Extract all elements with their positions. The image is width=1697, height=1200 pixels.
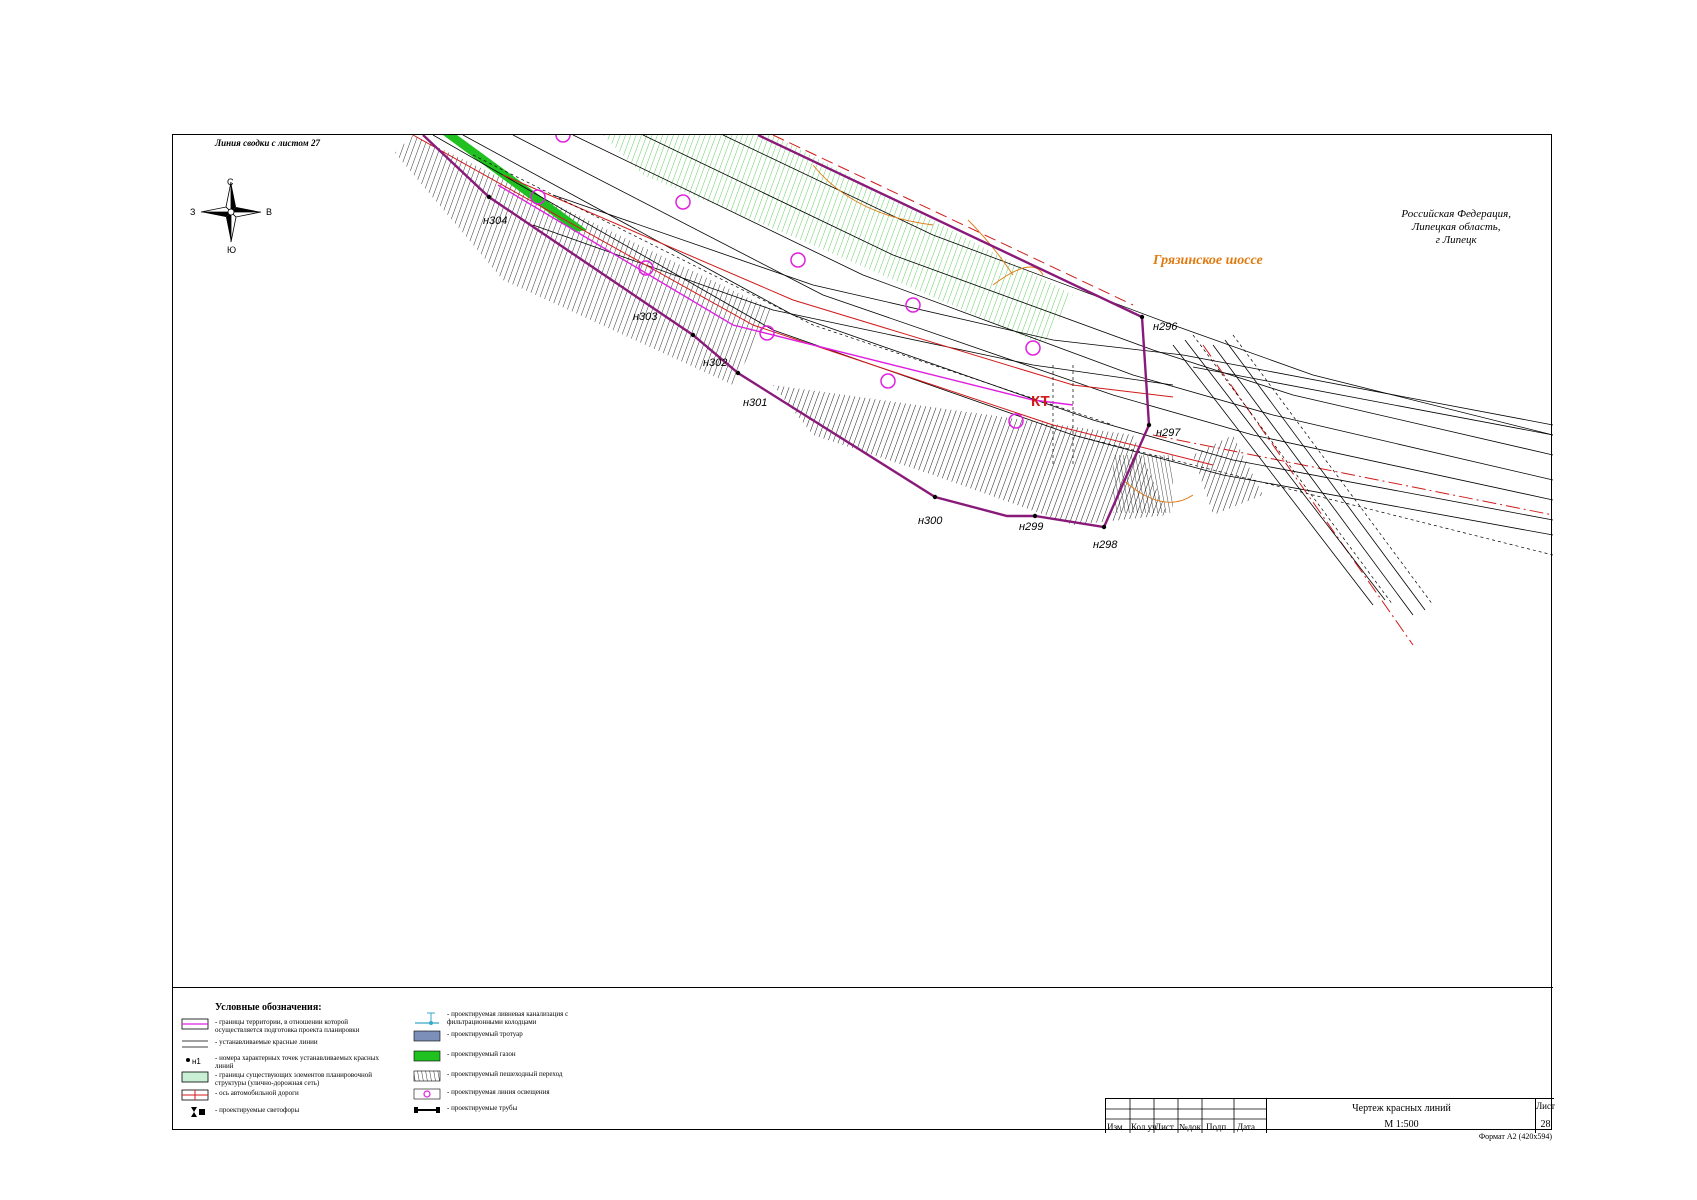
point-label-n297: н297	[1156, 427, 1181, 439]
point-label-n304: н304	[483, 215, 508, 227]
map-canvas: Линия сводки с листом 27 Российская Феде…	[173, 135, 1553, 987]
tb-col-podp: Подп.	[1206, 1122, 1229, 1132]
legend-symbol-crossing	[413, 1070, 441, 1082]
legend-title: Условные обозначения:	[215, 1002, 322, 1013]
point-label-n296: н296	[1153, 321, 1178, 333]
railway	[1172, 339, 1553, 616]
drawing-sheet: Линия сводки с листом 27 Российская Феде…	[172, 134, 1555, 1133]
point-label-n302: н302	[703, 357, 728, 369]
drawing-scale: М 1:500	[1384, 1119, 1419, 1130]
region-line: Липецкая область,	[1411, 221, 1501, 233]
drawing-title: Чертеж красных линий	[1352, 1103, 1451, 1114]
legend-symbol-boundary	[181, 1018, 209, 1030]
legend-symbol-road-axis	[181, 1089, 209, 1101]
region-label: Российская Федерация, Липецкая область, …	[1401, 208, 1511, 247]
map-drawing	[200, 135, 1553, 646]
legend-text: - ось автомобильной дороги	[215, 1089, 299, 1097]
street-name-label: Грязинское шоссе	[1153, 253, 1263, 268]
legend-item-sidewalk: - проектируемый тротуар	[413, 1030, 613, 1042]
storm-sewer-icon	[413, 1010, 441, 1025]
legend-item-pipes: - проектируемые трубы	[413, 1104, 613, 1116]
legend-area: Условные обозначения: - границы территор…	[173, 987, 1555, 1133]
lighting-line	[497, 184, 1074, 406]
compass-west: З	[190, 207, 196, 217]
legend-item-crossing: - проектируемый пешеходный переход	[413, 1070, 613, 1082]
lighting-poles	[530, 135, 1041, 429]
tb-col-izm: Изм.	[1107, 1122, 1125, 1132]
pipe-icon	[413, 1104, 441, 1116]
red-lines	[412, 135, 1553, 646]
legend-text: - проектируемая линия освещения	[447, 1088, 550, 1096]
compass-north: С	[227, 177, 234, 187]
legend-point-symbol-label: н1	[192, 1057, 201, 1066]
boundary-vertices	[486, 194, 1152, 530]
legend-item-planning-boundary: - границы территории, в отношении которо…	[181, 1018, 381, 1034]
region-line: Российская Федерация,	[1401, 208, 1511, 220]
legend-item-lawn: - проектируемый газон	[413, 1050, 613, 1062]
tb-col-koluch: Кол.уч	[1131, 1122, 1157, 1132]
legend-text: - проектируемый пешеходный переход	[447, 1070, 563, 1078]
title-block: Изм. Кол.уч Лист №док Подп. Дата Чертеж …	[1105, 1098, 1555, 1133]
compass-rose	[200, 181, 262, 243]
point-label-n300: н300	[918, 515, 943, 527]
lawn-hatch-band	[603, 135, 1073, 345]
format-label: Формат А2 (420х594)	[1478, 1132, 1552, 1141]
slope-hatch-east	[1193, 435, 1263, 515]
legend-text: - номера характерных точек устанавливаем…	[215, 1054, 379, 1070]
point-label-n301: н301	[743, 397, 768, 409]
lighting-pole-icon	[413, 1088, 441, 1100]
legend-item-road-axis: - ось автомобильной дороги	[181, 1089, 381, 1101]
point-label-n303: н303	[633, 311, 658, 323]
planning-boundary	[422, 135, 1151, 529]
title-block-grid	[1106, 1099, 1266, 1133]
legend-text: - проектируемая ливневая канализация с ф…	[447, 1010, 569, 1026]
legend-item-point-numbers: н1 - номера характерных точек устанавлив…	[181, 1054, 381, 1070]
sheet-label: Лист	[1536, 1101, 1555, 1111]
legend-text: - границы существующих элементов планиро…	[215, 1071, 372, 1087]
legend-text: - проектируемые светофоры	[215, 1106, 300, 1114]
legend-symbol-existing	[181, 1071, 209, 1083]
legend-text: - проектируемые трубы	[447, 1104, 518, 1112]
compass-east: В	[266, 207, 273, 217]
tb-col-ndok: №док	[1179, 1122, 1202, 1132]
dashed-lines	[472, 154, 1553, 606]
tb-sheet-cell: Лист 28	[1535, 1099, 1555, 1133]
legend-text: - проектируемый тротуар	[447, 1030, 523, 1038]
tb-col-data: Дата	[1237, 1122, 1255, 1132]
legend-text: - границы территории, в отношении которо…	[215, 1018, 360, 1034]
region-line: г Липецк	[1435, 234, 1477, 246]
legend-symbol-sidewalk	[413, 1030, 441, 1042]
road-lines	[432, 135, 1553, 536]
point-label-n298: н298	[1093, 539, 1118, 551]
compass-south: Ю	[227, 245, 237, 255]
traffic-light-icon	[181, 1106, 209, 1118]
legend-text: - устанавливаемые красные линии	[215, 1038, 318, 1046]
match-line-label: Линия сводки с листом 27	[215, 138, 320, 148]
tb-col-list: Лист	[1155, 1122, 1174, 1132]
legend-symbol-lawn	[413, 1050, 441, 1062]
legend-item-existing-elements: - границы существующих элементов планиро…	[181, 1071, 381, 1087]
legend-item-traffic-lights: - проектируемые светофоры	[181, 1106, 381, 1118]
tb-drawing-title-cell: Чертеж красных линий М 1:500	[1266, 1099, 1536, 1133]
legend-item-lighting: - проектируемая линия освещения	[413, 1088, 613, 1100]
lawn-strip	[443, 135, 587, 232]
kt-mark: КТ	[1031, 393, 1050, 410]
point-label-n299: н299	[1019, 521, 1044, 533]
legend-symbol-red-lines	[181, 1038, 209, 1050]
slope-hatch-south	[773, 385, 1168, 525]
legend-symbol-point: н1	[181, 1054, 209, 1066]
legend-item-red-lines: - устанавливаемые красные линии	[181, 1038, 381, 1050]
legend-text: - проектируемый газон	[447, 1050, 516, 1058]
legend-item-storm-sewer: - проектируемая ливневая канализация с ф…	[413, 1010, 613, 1026]
sheet-number: 28	[1540, 1119, 1551, 1130]
